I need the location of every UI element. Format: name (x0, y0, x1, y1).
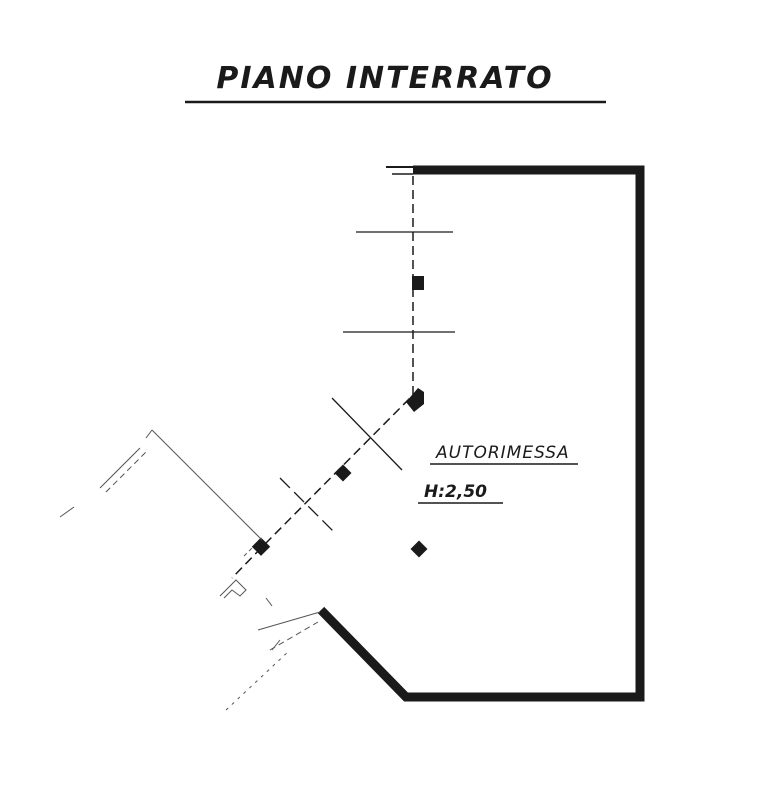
room-height: H:2,50 (424, 482, 487, 502)
pillar (406, 388, 424, 412)
pillar (410, 540, 428, 558)
section-mark (331, 397, 403, 471)
adjacent-structure (59, 429, 321, 711)
pillar (412, 276, 424, 290)
pillar (251, 537, 271, 556)
room-name: AUTORIMESSA (435, 443, 570, 463)
section-mark (279, 477, 335, 533)
garage-wall (317, 165, 645, 702)
pillar (334, 464, 352, 482)
dashed-axis-line (231, 176, 414, 579)
plan-title: PIANO INTERRATO (216, 61, 553, 96)
